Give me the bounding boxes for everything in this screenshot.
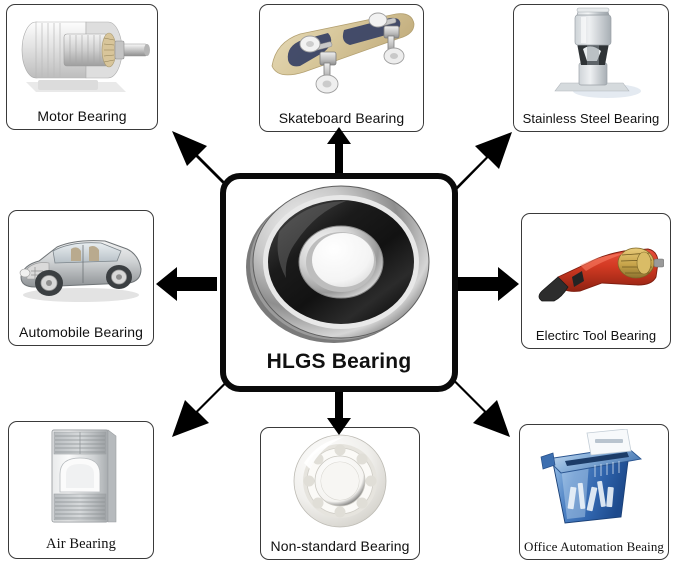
node-card-label: Office Automation Beaing bbox=[523, 538, 665, 554]
electric-tool-bearing-image bbox=[522, 214, 670, 322]
arrow-right bbox=[458, 267, 519, 301]
center-node-label: HLGS Bearing bbox=[266, 350, 412, 373]
stainless-steel-bearing-image bbox=[514, 5, 668, 105]
arrow-left bbox=[156, 267, 217, 301]
node-card-label: Stainless Steel Bearing bbox=[522, 110, 660, 126]
air-bearing-image bbox=[9, 422, 153, 532]
node-card-label: Electirc Tool Bearing bbox=[535, 327, 657, 343]
node-card-air[interactable]: Air Bearing bbox=[8, 421, 154, 559]
motor-bearing-image bbox=[7, 5, 157, 103]
node-card-stainless-steel[interactable]: Stainless Steel Bearing bbox=[513, 4, 669, 132]
arrow-up bbox=[327, 127, 351, 176]
node-card-skateboard[interactable]: Skateboard Bearing bbox=[259, 4, 424, 132]
node-card-motor[interactable]: Motor Bearing bbox=[6, 4, 158, 130]
node-card-office-automation[interactable]: Office Automation Beaing bbox=[519, 424, 669, 560]
center-bearing-image bbox=[234, 183, 444, 346]
node-card-automobile[interactable]: Automobile Bearing bbox=[8, 210, 154, 346]
node-card-label: Skateboard Bearing bbox=[278, 109, 405, 126]
arrow-up-right bbox=[450, 132, 512, 195]
center-node-hlgs-bearing[interactable]: HLGS Bearing bbox=[220, 173, 458, 392]
node-card-label: Air Bearing bbox=[46, 536, 116, 553]
arrow-down-left bbox=[172, 377, 232, 437]
office-automation-bearing-image bbox=[520, 425, 668, 533]
non-standard-bearing-image bbox=[261, 428, 419, 533]
node-card-electric-tool[interactable]: Electirc Tool Bearing bbox=[521, 213, 671, 349]
node-card-label: Automobile Bearing bbox=[19, 323, 143, 340]
skateboard-bearing-image bbox=[260, 5, 423, 105]
node-card-non-standard[interactable]: Non-standard Bearing bbox=[260, 427, 420, 560]
node-card-label: Motor Bearing bbox=[37, 107, 127, 124]
arrow-down-right bbox=[450, 377, 510, 437]
node-card-label: Non-standard Bearing bbox=[270, 537, 410, 554]
arrow-down bbox=[327, 388, 351, 435]
automobile-bearing-image bbox=[9, 211, 153, 319]
arrow-up-left bbox=[172, 131, 232, 191]
